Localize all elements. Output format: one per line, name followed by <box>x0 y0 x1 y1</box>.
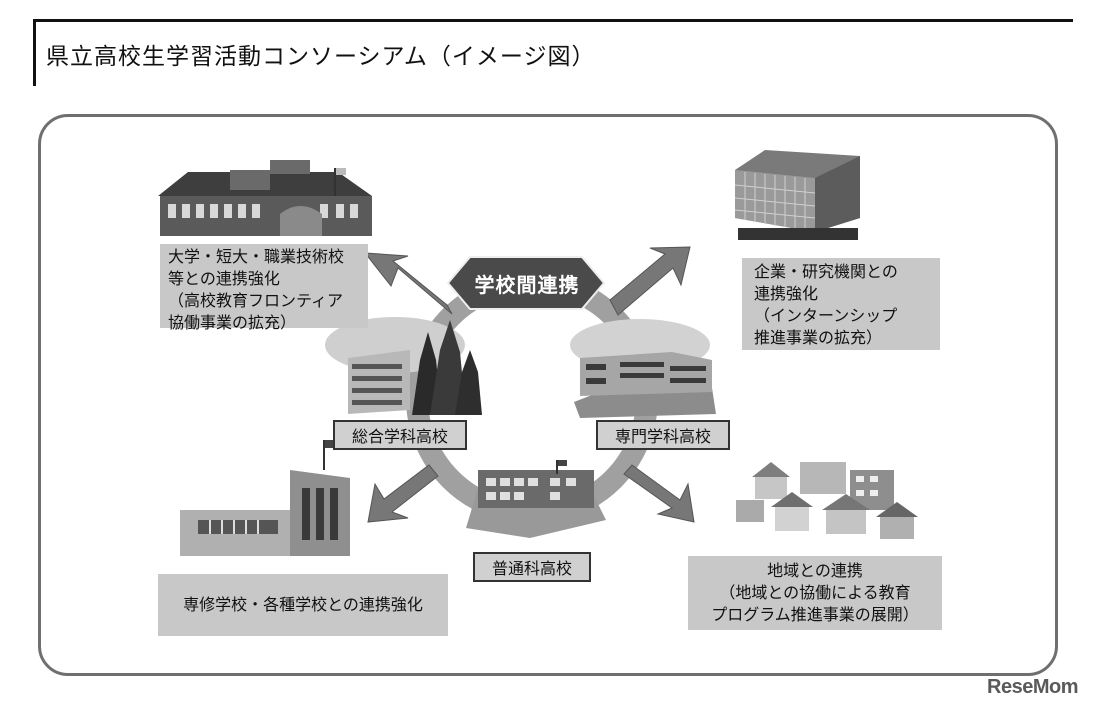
arrow-to-university <box>363 252 453 315</box>
page-title: 県立高校生学習活動コンソーシアム（イメージ図） <box>46 44 596 70</box>
community-partnership-box: 地域との連携 （地域との協働による教育 プログラム推進事業の展開） <box>688 556 942 630</box>
hub-hexagon <box>446 256 606 310</box>
enterprise-partnership-box: 企業・研究機関との 連携強化 （インターンシップ 推進事業の拡充） <box>742 258 940 350</box>
diagram-frame <box>38 114 1058 676</box>
arrow-to-enterprise <box>609 246 691 316</box>
community-houses-illustration <box>736 462 918 539</box>
title-rule-left <box>33 22 36 86</box>
arrow-to-vocational <box>367 464 439 523</box>
specialized-school-label: 専門学科高校 <box>596 420 730 450</box>
hub-label: 学校間連携 <box>474 272 580 297</box>
general-school-illustration <box>466 460 606 538</box>
integrated-school-label: 総合学科高校 <box>333 420 467 450</box>
arrow-to-community <box>623 464 695 523</box>
specialized-school-illustration <box>570 319 716 418</box>
vocational-school-illustration <box>180 440 350 556</box>
resemom-logo: ReseMom <box>987 676 1078 698</box>
university-building-illustration <box>158 160 372 236</box>
vocational-partnership-box: 専修学校・各種学校との連携強化 <box>158 574 448 636</box>
integrated-school-illustration <box>325 317 482 415</box>
university-partnership-box: 大学・短大・職業技術校 等との連携強化 （高校教育フロンティア 協働事業の拡充） <box>160 244 368 332</box>
title-rule-top <box>33 19 1073 22</box>
office-tower-illustration <box>734 150 860 240</box>
general-school-label: 普通科高校 <box>473 552 591 582</box>
